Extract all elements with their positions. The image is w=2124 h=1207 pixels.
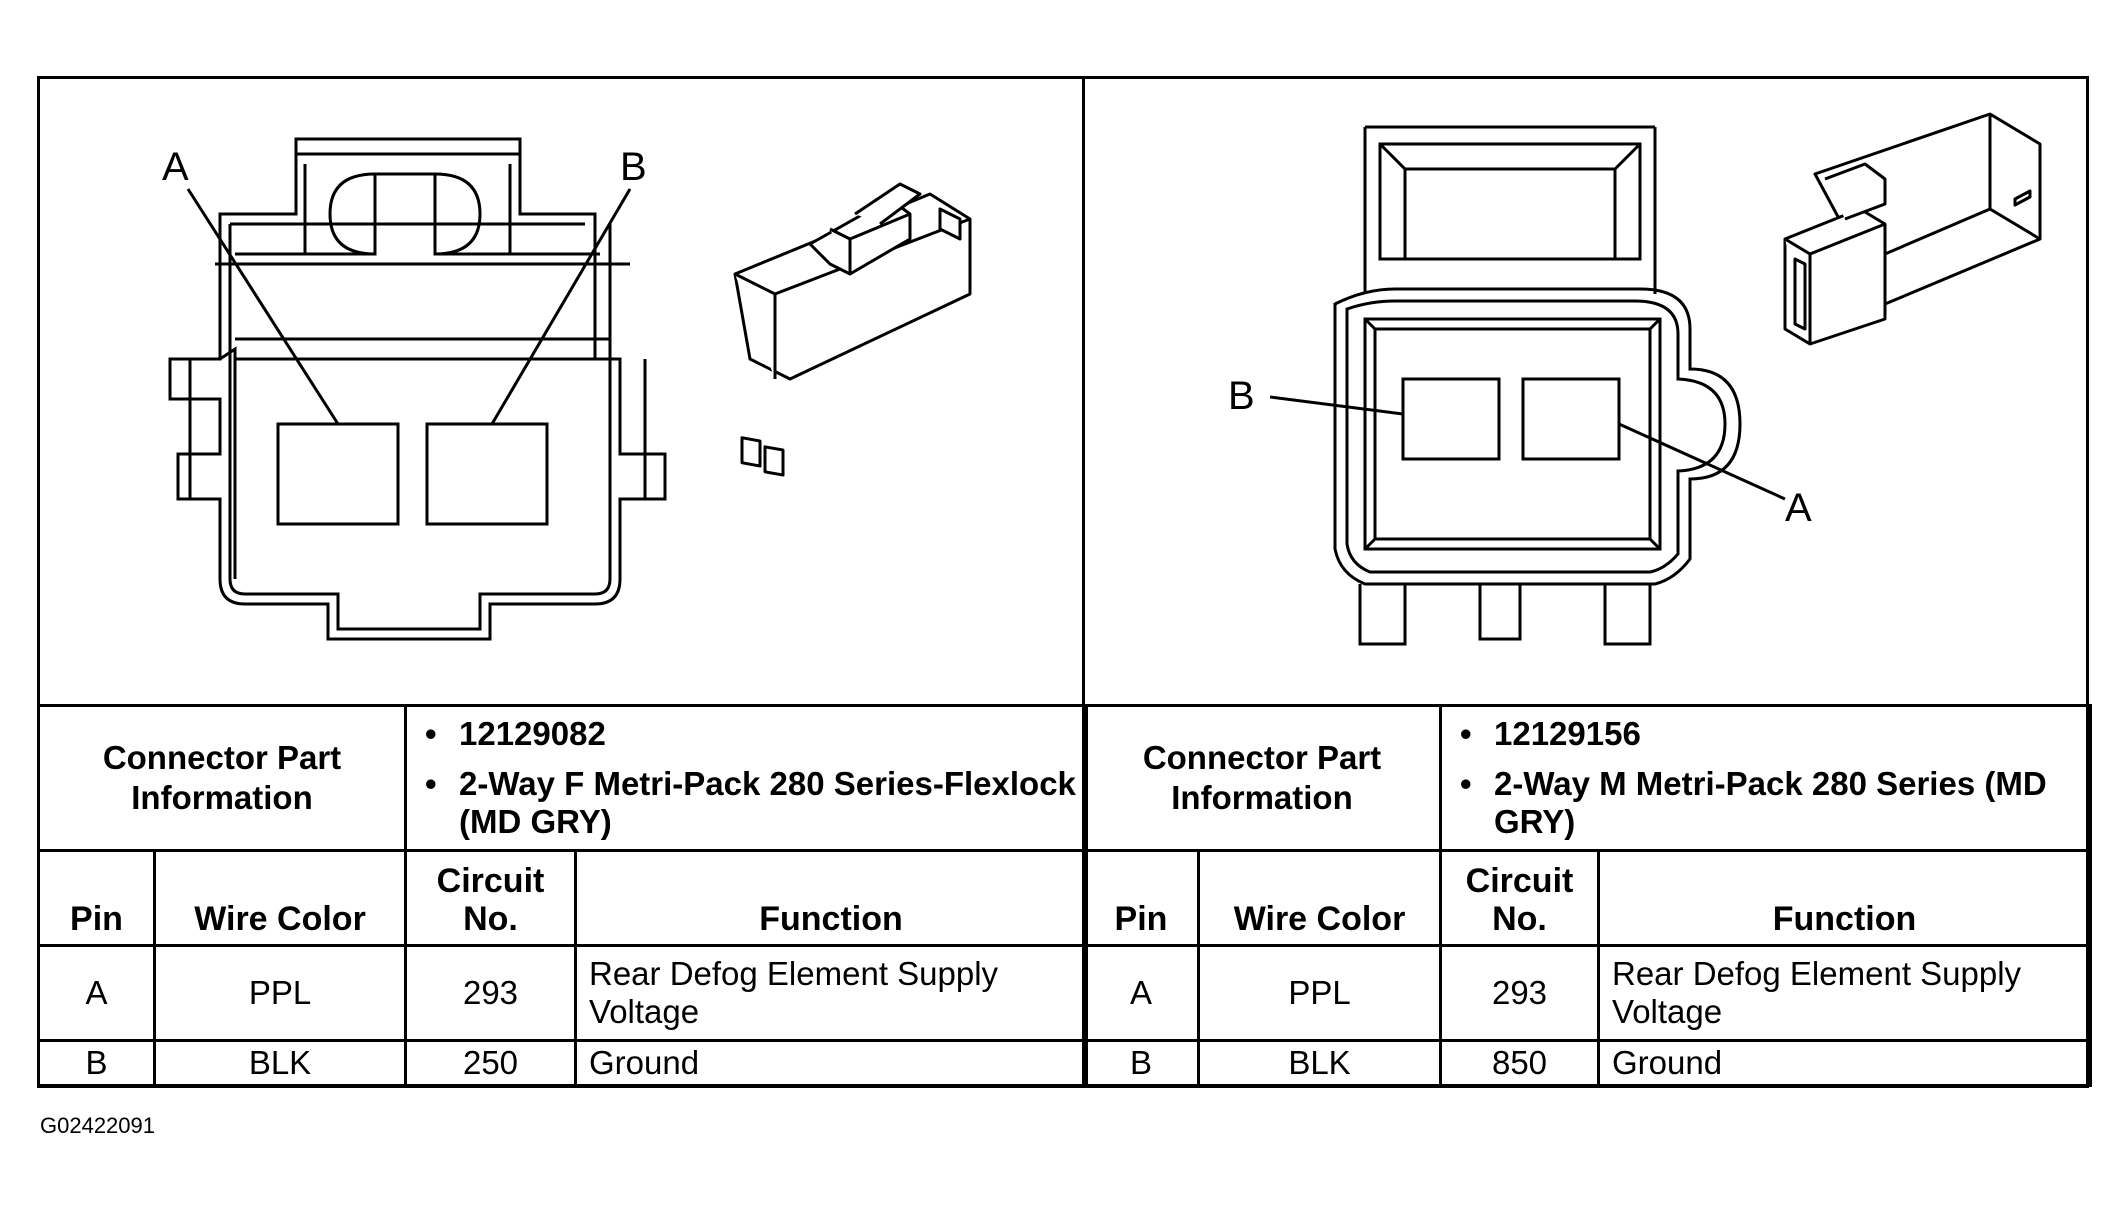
circuit-no-cell: 850 (1439, 1039, 1600, 1087)
male-connector-isometric-drawing (1783, 112, 2042, 346)
table-row: A PPL 293 Rear Defog Element Supply Volt… (37, 944, 1089, 1042)
female-connector-face-drawing (168, 137, 667, 641)
part-info: •12129082 •2-Way F Metri-Pack 280 Series… (403, 704, 1089, 852)
part-number: •12129082 (425, 715, 606, 752)
part-description: •2-Way F Metri-Pack 280 Series-Flexlock … (425, 765, 1076, 840)
function-cell: Rear Defog Element Supply Voltage (1596, 944, 2093, 1042)
pin-a-label: A (1785, 486, 1812, 530)
pin-b-label: B (1228, 374, 1255, 418)
col-header-circuit-no: Circuit No. (404, 849, 577, 947)
pin-cell: A (1082, 944, 1200, 1042)
wire-color-cell: BLK (1197, 1039, 1442, 1087)
part-info-label: Connector Part Information (37, 704, 407, 852)
figure-id: G02422091 (40, 1113, 155, 1138)
part-info: •12129156 •2-Way M Metri-Pack 280 Series… (1438, 704, 2093, 852)
male-connector-face-drawing (1269, 125, 1786, 646)
pin-cell: A (37, 944, 156, 1042)
table-row: B BLK 250 Ground (37, 1039, 1089, 1087)
circuit-no-cell: 250 (404, 1039, 577, 1087)
table-row: B BLK 850 Ground (1082, 1039, 2093, 1087)
female-connector-isometric-drawing (733, 182, 972, 477)
function-cell: Rear Defog Element Supply Voltage (573, 944, 1089, 1042)
part-number: •12129156 (1460, 715, 1641, 752)
wire-color-cell: PPL (153, 944, 407, 1042)
function-cell: Ground (1596, 1039, 2093, 1087)
pin-b-label: B (620, 145, 647, 189)
pin-cell: B (37, 1039, 156, 1087)
part-description: •2-Way M Metri-Pack 280 Series (MD GRY) (1460, 765, 2047, 840)
left-connector-table: Connector Part Information •12129082 •2-… (37, 704, 1089, 1087)
col-header-wire-color: Wire Color (1197, 849, 1442, 947)
wire-color-cell: PPL (1197, 944, 1442, 1042)
circuit-no-cell: 293 (1439, 944, 1600, 1042)
circuit-no-cell: 293 (404, 944, 577, 1042)
right-connector-panel: B A (1085, 79, 2086, 704)
part-info-label: Connector Part Information (1082, 704, 1442, 852)
pin-a-label: A (162, 145, 189, 189)
col-header-pin: Pin (37, 849, 156, 947)
function-cell: Ground (573, 1039, 1089, 1087)
col-header-wire-color: Wire Color (153, 849, 407, 947)
wire-color-cell: BLK (153, 1039, 407, 1087)
pin-cell: B (1082, 1039, 1200, 1087)
connector-diagram-frame: A B (37, 76, 2093, 1088)
col-header-function: Function (1596, 849, 2093, 947)
col-header-function: Function (573, 849, 1089, 947)
table-row: A PPL 293 Rear Defog Element Supply Volt… (1082, 944, 2093, 1042)
col-header-circuit-no: Circuit No. (1439, 849, 1600, 947)
left-connector-panel: A B (40, 79, 1085, 704)
right-connector-table: Connector Part Information •12129156 •2-… (1082, 704, 2093, 1087)
col-header-pin: Pin (1082, 849, 1200, 947)
